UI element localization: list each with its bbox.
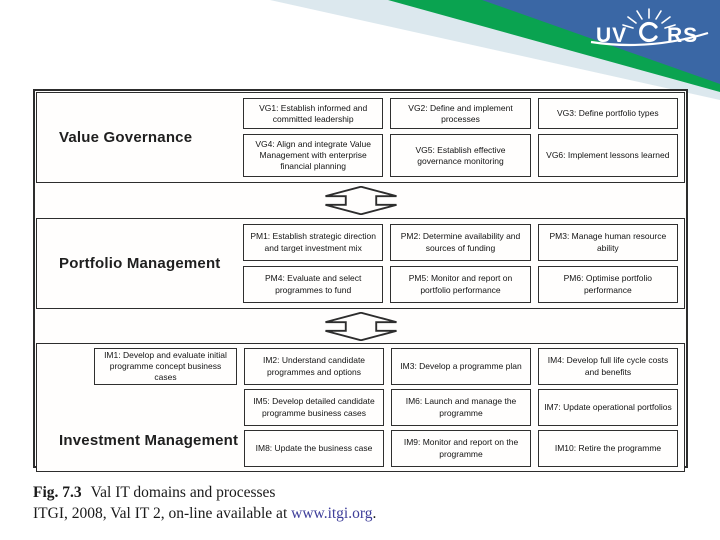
sun-rays-icon: [622, 8, 676, 29]
process-box-pm5: PM5: Monitor and report on portfolio per…: [390, 266, 531, 303]
process-box-pm6: PM6: Optimise portfolio performance: [537, 266, 678, 303]
process-grid-vg: VG1: Establish informed and committed le…: [243, 93, 684, 182]
sun-c-glyph: [639, 21, 658, 43]
val-it-figure: Value Governance VG1: Establish informed…: [33, 89, 688, 472]
up-down-arrow-icon: [324, 311, 397, 341]
domain-section-investment-management: IM1: Develop and evaluate initial progra…: [36, 343, 685, 472]
itgi-link[interactable]: www.itgi.org: [291, 504, 373, 522]
logo-swoosh-underline: [590, 31, 709, 47]
domain-section-portfolio-management: Portfolio Management PM1: Establish stra…: [36, 218, 685, 309]
figure-caption: Fig. 7.3 Val IT domains and processes ITG…: [33, 483, 376, 525]
im-row-3: IM8: Update the business case IM9: Monit…: [244, 430, 678, 467]
logo-text-left: UV: [596, 24, 627, 47]
domain-label-value-governance: Value Governance: [59, 129, 193, 146]
process-box-im9: IM9: Monitor and report on the programme: [391, 430, 531, 467]
connector-band-1: [35, 183, 686, 217]
domain-section-value-governance: Value Governance VG1: Establish informed…: [36, 92, 685, 183]
figure-number: Fig. 7.3: [33, 484, 82, 501]
process-box-vg4: VG4: Align and integrate Value Managemen…: [243, 134, 384, 177]
process-box-im2: IM2: Understand candidate programmes and…: [244, 348, 384, 385]
connector-band-2: [35, 309, 686, 343]
process-box-vg6: VG6: Implement lessons learned: [537, 134, 678, 177]
process-box-im8: IM8: Update the business case: [244, 430, 384, 467]
process-box-pm1: PM1: Establish strategic direction and t…: [243, 224, 384, 261]
domain-label-investment-management: Investment Management: [59, 432, 239, 449]
caption-source-text: ITGI, 2008, Val IT 2, on-line available …: [33, 504, 292, 522]
domain-label-portfolio-management: Portfolio Management: [59, 255, 221, 272]
process-box-im5: IM5: Develop detailed candidate programm…: [244, 389, 384, 426]
process-box-im3: IM3: Develop a programme plan: [391, 348, 531, 385]
process-box-vg3: VG3: Define portfolio types: [537, 98, 678, 130]
caption-line-2: ITGI, 2008, Val IT 2, on-line available …: [33, 504, 376, 525]
process-box-vg1: VG1: Establish informed and committed le…: [243, 98, 384, 130]
process-box-im6: IM6: Launch and manage the programme: [391, 389, 531, 426]
process-box-vg5: VG5: Establish effective governance moni…: [390, 134, 531, 177]
uvers-logo: UV RS: [590, 8, 709, 47]
im-row-1: IM1: Develop and evaluate initial progra…: [94, 348, 678, 385]
process-box-pm4: PM4: Evaluate and select programmes to f…: [243, 266, 384, 303]
figure-title: Val IT domains and processes: [90, 484, 276, 501]
im-row-2: IM5: Develop detailed candidate programm…: [244, 389, 678, 426]
process-box-pm3: PM3: Manage human resource ability: [537, 224, 678, 261]
process-box-im7: IM7: Update operational portfolios: [538, 389, 678, 426]
logo-text-right: RS: [667, 24, 698, 47]
process-box-im4: IM4: Develop full life cycle costs and b…: [538, 348, 678, 385]
process-box-im10: IM10: Retire the programme: [538, 430, 678, 467]
process-grid-pm: PM1: Establish strategic direction and t…: [243, 219, 684, 308]
caption-period: .: [372, 504, 377, 522]
process-box-im1: IM1: Develop and evaluate initial progra…: [94, 348, 237, 385]
process-box-vg2: VG2: Define and implement processes: [390, 98, 531, 130]
caption-line-1: Fig. 7.3 Val IT domains and processes: [33, 483, 376, 504]
up-down-arrow-icon: [324, 185, 397, 215]
process-box-pm2: PM2: Determine availability and sources …: [390, 224, 531, 261]
